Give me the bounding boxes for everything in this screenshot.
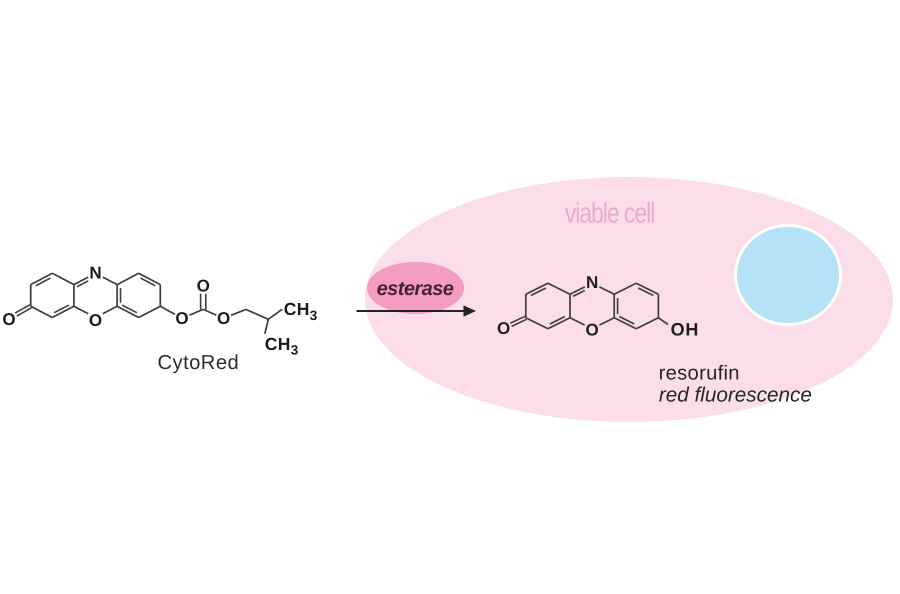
svg-text:N: N xyxy=(89,263,101,282)
svg-text:O: O xyxy=(197,277,210,296)
svg-text:O: O xyxy=(497,319,510,338)
svg-text:O: O xyxy=(2,310,15,329)
svg-text:resorufin: resorufin xyxy=(659,363,740,385)
svg-text:N: N xyxy=(586,273,598,292)
svg-text:O: O xyxy=(175,309,188,328)
svg-text:O: O xyxy=(217,309,230,328)
svg-text:esterase: esterase xyxy=(377,278,454,300)
svg-text:CH3: CH3 xyxy=(265,334,299,358)
svg-text:red fluorescence: red fluorescence xyxy=(659,384,812,407)
svg-text:O: O xyxy=(89,311,102,330)
svg-text:O: O xyxy=(585,320,598,339)
svg-text:OH: OH xyxy=(671,320,700,340)
svg-text:viable cell: viable cell xyxy=(565,197,654,229)
svg-text:CH3: CH3 xyxy=(284,299,318,323)
svg-text:CytoRed: CytoRed xyxy=(158,352,240,374)
